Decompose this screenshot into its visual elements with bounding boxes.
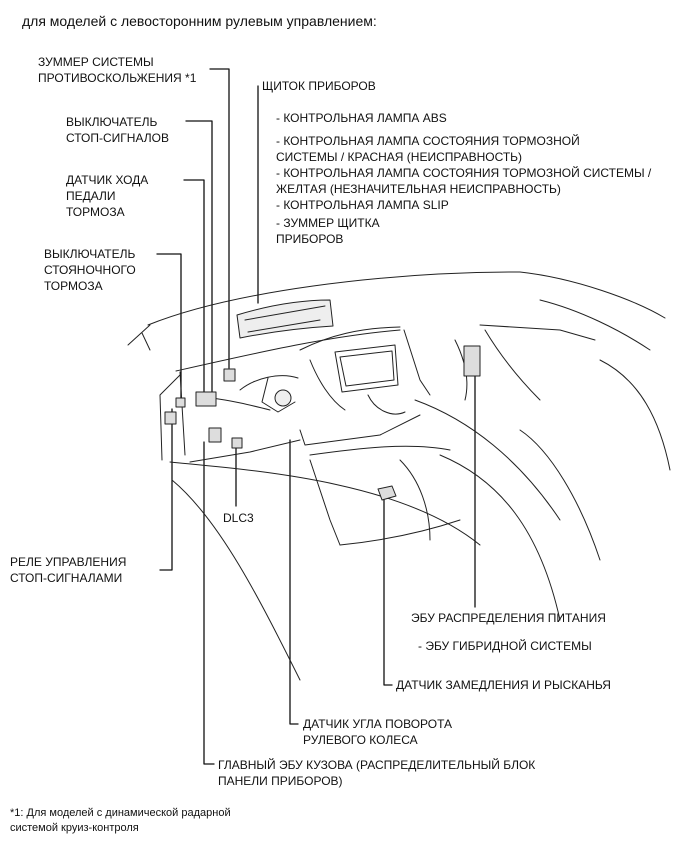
label-pedal-sensor-line1: ДАТЧИК ХОДА xyxy=(66,173,149,187)
label-parking-switch-line3: ТОРМОЗА xyxy=(44,279,103,293)
components xyxy=(164,345,481,501)
label-cluster-item-1: - КОНТРОЛЬНАЯ ЛАМПА ABS xyxy=(276,111,447,125)
label-body-ecu-line2: ПАНЕЛИ ПРИБОРОВ) xyxy=(218,774,343,788)
label-pedal-sensor-line2: ПЕДАЛИ xyxy=(66,189,116,203)
label-yaw-sensor: ДАТЧИК ЗАМЕДЛЕНИЯ И РЫСКАНЬЯ xyxy=(396,678,611,692)
label-cluster-item-2: - КОНТРОЛЬНАЯ ЛАМПА СОСТОЯНИЯ ТОРМОЗНОЙ xyxy=(276,134,580,148)
steering-column xyxy=(209,375,299,413)
label-cluster-item-8: ПРИБОРОВ xyxy=(276,232,344,246)
label-cluster-item-6: - КОНТРОЛЬНАЯ ЛАМПА SLIP xyxy=(276,198,449,212)
center-display xyxy=(334,344,406,415)
label-body-ecu-line1: ГЛАВНЫЙ ЭБУ КУЗОВА (РАСПРЕДЕЛИТЕЛЬНЫЙ БЛ… xyxy=(218,758,536,772)
label-parking-switch-line1: ВЫКЛЮЧАТЕЛЬ xyxy=(44,247,136,261)
instrument-cluster xyxy=(236,299,334,339)
label-steering-sensor-line2: РУЛЕВОГО КОЛЕСА xyxy=(303,733,418,747)
label-parking-switch-line2: СТОЯНОЧНОГО xyxy=(44,263,136,277)
label-cluster-title: ЩИТОК ПРИБОРОВ xyxy=(262,79,376,93)
header-note: для моделей с левосторонним рулевым упра… xyxy=(22,13,377,29)
label-steering-sensor-line1: ДАТЧИК УГЛА ПОВОРОТА xyxy=(303,717,453,731)
footnote-line1: *1: Для моделей с динамической радарной xyxy=(10,807,231,819)
label-stop-switch-line2: СТОП-СИГНАЛОВ xyxy=(66,131,169,145)
footnote-line2: системой круиз-контроля xyxy=(10,822,139,834)
label-stop-relay-line2: СТОП-СИГНАЛАМИ xyxy=(10,571,123,585)
label-hybrid-ecu: - ЭБУ ГИБРИДНОЙ СИСТЕМЫ xyxy=(418,639,592,653)
label-cluster-item-4: - КОНТРОЛЬНАЯ ЛАМПА СОСТОЯНИЯ ТОРМОЗНОЙ … xyxy=(276,166,652,180)
label-cluster-item-7: - ЗУММЕР ЩИТКА xyxy=(276,216,380,230)
leader-lines xyxy=(156,68,476,765)
label-cluster-item-3: СИСТЕМЫ / КРАСНАЯ (НЕИСПРАВНОСТЬ) xyxy=(276,150,523,164)
dashboard-outline xyxy=(127,271,671,681)
label-stop-relay-line1: РЕЛЕ УПРАВЛЕНИЯ xyxy=(10,555,127,569)
label-dlc3: DLC3 xyxy=(223,511,254,525)
label-buzzer-line1: ЗУММЕР СИСТЕМЫ xyxy=(38,55,154,69)
label-cluster-item-5: ЖЕЛТАЯ (НЕЗНАЧИТЕЛЬНАЯ НЕИСПРАВНОСТЬ) xyxy=(276,182,561,196)
label-buzzer-line2: ПРОТИВОСКОЛЬЖЕНИЯ *1 xyxy=(38,71,197,85)
label-pedal-sensor-line3: ТОРМОЗА xyxy=(66,205,125,219)
label-power-ecu: ЭБУ РАСПРЕДЕЛЕНИЯ ПИТАНИЯ xyxy=(411,611,606,625)
label-stop-switch-line1: ВЫКЛЮЧАТЕЛЬ xyxy=(66,115,158,129)
